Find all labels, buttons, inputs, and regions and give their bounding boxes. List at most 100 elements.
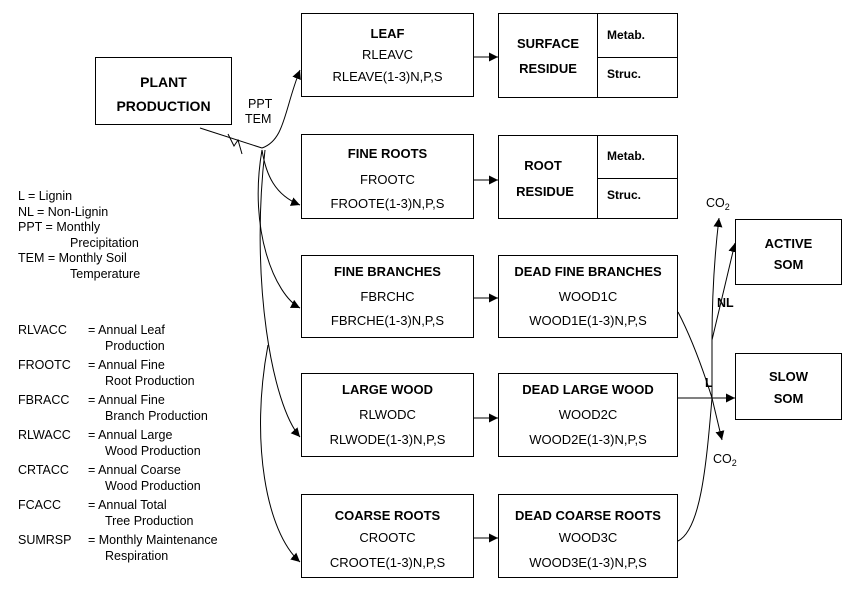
abbreviation-key: CRTACC <box>18 463 69 477</box>
dead-wood-name: DEAD COARSE ROOTS <box>515 508 661 523</box>
abbreviation-key: SUMRSP <box>18 533 72 547</box>
abbreviation-desc-cont: Wood Production <box>105 479 201 493</box>
abbreviation-desc: = Annual Fine <box>88 393 165 407</box>
pool-elements: RLWODE(1-3)N,P,S <box>329 432 446 447</box>
pool-leaf-box: LEAF RLEAVC RLEAVE(1-3)N,P,S <box>301 13 474 97</box>
abbreviation-desc: = Annual Large <box>88 428 173 442</box>
arrow-to-active-som <box>711 242 738 341</box>
pool-name: LARGE WOOD <box>342 382 433 397</box>
som-line1: ACTIVE <box>764 236 813 251</box>
pool-name: COARSE ROOTS <box>334 508 441 523</box>
residue-divider-vertical <box>597 136 598 218</box>
pool-elements: FROOTE(1-3)N,P,S <box>330 196 445 211</box>
som-line2: SOM <box>773 391 804 406</box>
abbreviation-item: FCACC = Annual Total Tree Production <box>18 497 218 529</box>
pool-carbon: FROOTC <box>360 172 415 187</box>
abbreviation-list: RLVACC = Annual Leaf Production FROOTC = A… <box>18 322 218 564</box>
pool-coarse-roots-box: COARSE ROOTS CROOTC CROOTE(1-3)N,P,S <box>301 494 474 578</box>
legend-line: Temperature <box>70 266 141 281</box>
legend-line: Precipitation <box>70 235 139 250</box>
arrow-to-large-wood <box>259 149 301 438</box>
abbreviation-item: FBRACC= Annual Fine Branch Production <box>18 392 218 424</box>
dead-coarse-roots-box: DEAD COARSE ROOTS WOOD3C WOOD3E(1-3)N,P,… <box>498 494 678 578</box>
abbreviation-key: FROOTC <box>18 358 71 372</box>
legend-line: L = Lignin <box>18 189 73 203</box>
pool-fine-roots-box: FINE ROOTS FROOTC FROOTE(1-3)N,P,S <box>301 134 474 219</box>
dead-wood-elements: WOOD1E(1-3)N,P,S <box>529 313 647 328</box>
residue-divider-vertical <box>597 14 598 97</box>
valve-symbol <box>227 133 243 155</box>
residue-divider-horizontal <box>597 57 677 58</box>
lignin-flow-label: L <box>705 376 713 390</box>
root-residue-box: ROOT RESIDUE Metab. Struc. <box>498 135 678 219</box>
residue-divider-horizontal <box>597 178 677 179</box>
non-lignin-flow-label: NL <box>717 296 734 310</box>
plant-production-line1: PLANT <box>140 74 187 90</box>
arrow-to-fine-roots <box>261 149 301 206</box>
residue-label-line1: ROOT <box>524 158 562 173</box>
pool-name: LEAF <box>370 26 405 41</box>
ppt-label: PPT <box>248 97 273 111</box>
dead-wood-carbon: WOOD3C <box>558 530 618 545</box>
co2-upper-label: CO2 <box>706 196 730 212</box>
abbreviation-item: SUMRSP = Monthly Maintenance Respiration <box>18 532 218 564</box>
dead-large-wood-box: DEAD LARGE WOOD WOOD2C WOOD2E(1-3)N,P,S <box>498 373 678 457</box>
co2-subscript: 2 <box>731 458 737 468</box>
dead-fine-branches-box: DEAD FINE BRANCHES WOOD1C WOOD1E(1-3)N,P… <box>498 255 678 338</box>
abbreviation-desc-cont: Tree Production <box>105 514 194 528</box>
slow-som-box: SLOW SOM <box>735 353 842 420</box>
abbreviation-desc: = Annual Fine <box>88 358 165 372</box>
abbreviation-desc-cont: Root Production <box>105 374 195 388</box>
abbreviation-desc-cont: Respiration <box>105 549 169 563</box>
residue-label-line1: SURFACE <box>516 36 580 51</box>
plant-production-line2: PRODUCTION <box>116 98 211 114</box>
co2-subscript: 2 <box>724 202 730 212</box>
pool-carbon: RLWODC <box>359 407 416 422</box>
abbreviation-desc: = Monthly Maintenance <box>88 533 218 547</box>
abbreviation-key: FCACC <box>18 498 62 512</box>
arrow-to-leaf <box>261 69 301 149</box>
abbreviation-desc: = Annual Total <box>88 498 167 512</box>
arrow-to-fine-branches <box>257 149 301 309</box>
dead-wood-carbon: WOOD2C <box>558 407 618 422</box>
co2-text: CO <box>713 452 732 466</box>
som-line2: SOM <box>773 257 804 272</box>
flow-dead-coarse-roots <box>677 397 713 542</box>
abbreviation-desc: = Annual Coarse <box>88 463 181 477</box>
metabolic-label: Metab. <box>607 149 646 163</box>
legend-line: TEM = Monthly Soil <box>18 251 127 265</box>
co2-text: CO <box>706 196 725 210</box>
dead-wood-name: DEAD FINE BRANCHES <box>514 264 662 279</box>
dead-wood-elements: WOOD2E(1-3)N,P,S <box>529 432 647 447</box>
pool-name: FINE ROOTS <box>347 146 428 161</box>
pool-elements: RLEAVE(1-3)N,P,S <box>332 69 443 84</box>
structural-label: Struc. <box>607 67 642 81</box>
abbreviation-item: RLVACC = Annual Leaf Production <box>18 322 218 354</box>
pool-carbon: FBRCHC <box>360 289 415 304</box>
surface-residue-box: SURFACE RESIDUE Metab. Struc. <box>498 13 678 98</box>
structural-label: Struc. <box>607 188 642 202</box>
abbreviation-desc: = Annual Leaf <box>88 323 165 337</box>
plant-feed-line <box>199 127 263 149</box>
abbreviation-item: RLWACC = Annual Large Wood Production <box>18 427 218 459</box>
flow-dead-fine-branches <box>677 311 713 399</box>
legend-line: NL = Non-Lignin <box>18 204 109 219</box>
dead-wood-name: DEAD LARGE WOOD <box>522 382 654 397</box>
dead-wood-carbon: WOOD1C <box>558 289 618 304</box>
arrow-to-coarse-roots <box>260 344 301 563</box>
abbreviation-desc-cont: Wood Production <box>105 444 201 458</box>
abbreviation-desc-cont: Branch Production <box>105 409 208 423</box>
abbreviation-desc-cont: Production <box>105 339 165 353</box>
plant-production-box: PLANT PRODUCTION <box>95 57 232 125</box>
abbreviation-key: RLWACC <box>18 428 71 442</box>
pool-fine-branches-box: FINE BRANCHES FBRCHC FBRCHE(1-3)N,P,S <box>301 255 474 338</box>
som-line1: SLOW <box>769 369 808 384</box>
residue-label-line2: RESIDUE <box>519 61 577 76</box>
active-som-box: ACTIVE SOM <box>735 219 842 285</box>
abbreviation-key: RLVACC <box>18 323 67 337</box>
arrow-co2-lower <box>711 397 725 441</box>
metabolic-label: Metab. <box>607 28 646 42</box>
pool-elements: FBRCHE(1-3)N,P,S <box>330 313 445 328</box>
tem-label: TEM <box>245 112 272 126</box>
